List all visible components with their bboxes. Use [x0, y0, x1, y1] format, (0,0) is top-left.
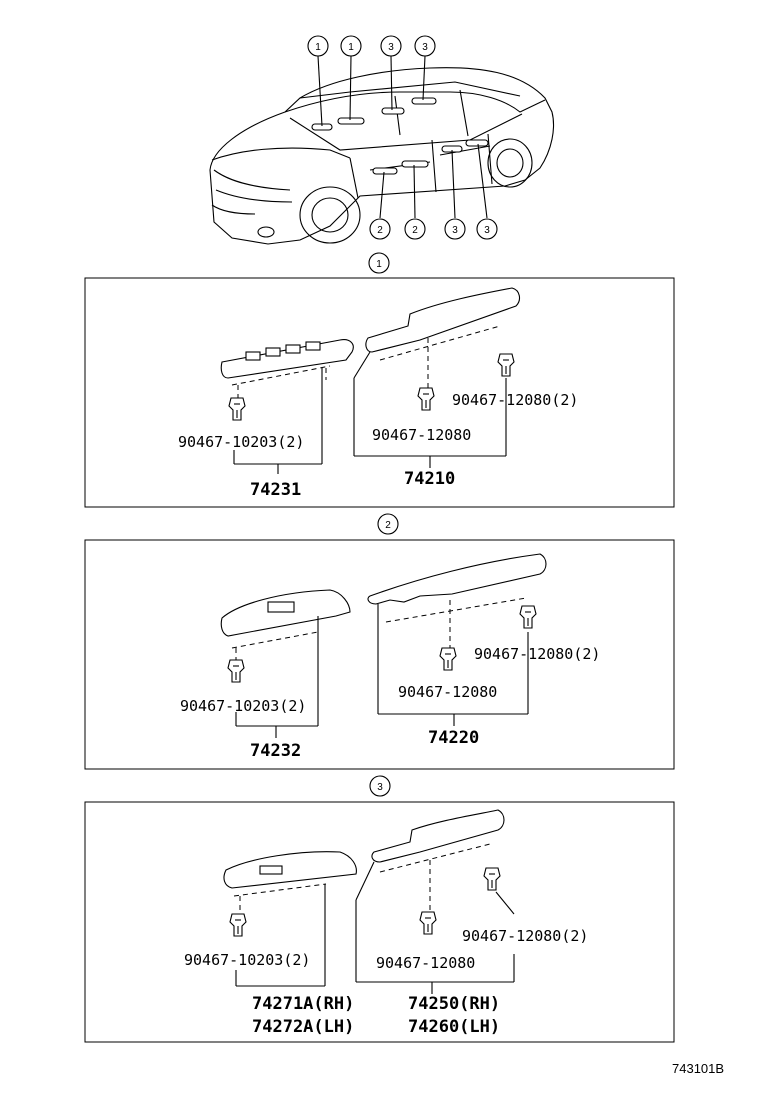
callout-label: 1	[348, 42, 354, 53]
armrest-74210	[365, 287, 521, 353]
section-frame	[84, 801, 675, 1043]
part-label-left: 74232	[250, 741, 301, 761]
switch-bezel-74232	[220, 589, 351, 637]
section-marker: 2	[385, 520, 391, 531]
part-label-right-rh: 74250(RH)	[408, 994, 500, 1014]
callout-label: 3	[484, 225, 490, 236]
clip-label-mid: 90467-12080	[376, 954, 475, 972]
part-label-right: 74220	[428, 728, 479, 748]
switch-bezel-74271A	[223, 851, 357, 889]
section-frame	[84, 539, 675, 770]
clip-label-left: 90467-10203(2)	[184, 951, 310, 969]
clip-label-mid: 90467-12080	[372, 426, 471, 444]
callout-label: 3	[452, 225, 458, 236]
clip-label-right: 90467-12080(2)	[462, 927, 588, 945]
section-marker: 1	[376, 259, 382, 270]
part-label-left-rh: 74271A(RH)	[252, 994, 354, 1014]
callout-label: 3	[388, 42, 394, 53]
callout-label: 2	[412, 225, 418, 236]
clip-label-left: 90467-10203(2)	[178, 433, 304, 451]
part-label-right: 74210	[404, 469, 455, 489]
callouts-bottom: 2 2 3 3	[369, 218, 498, 240]
diagram-id: 743101B	[672, 1061, 724, 1076]
clip-label-right: 90467-12080(2)	[474, 645, 600, 663]
armrest-74250	[371, 809, 505, 863]
section-marker: 3	[377, 782, 383, 793]
callouts-top: 1 1 3 3	[307, 35, 436, 57]
clip-label-mid: 90467-12080	[398, 683, 497, 701]
clip-label-left: 90467-10203(2)	[180, 697, 306, 715]
armrest-74220	[367, 553, 547, 605]
part-label-left: 74231	[250, 480, 301, 500]
part-label-right-lh: 74260(LH)	[408, 1017, 500, 1037]
clip-label-right: 90467-12080(2)	[452, 391, 578, 409]
part-label-left-lh: 74272A(LH)	[252, 1017, 354, 1037]
section-1: 1 90467-10203(2) 74231 90467-12080 90467…	[84, 252, 675, 508]
car-illustration	[209, 55, 555, 245]
section-3: 3 90467-10203(2) 74271A(RH) 74272A(LH) 9…	[84, 775, 675, 1043]
callout-label: 3	[422, 42, 428, 53]
section-2: 2 90467-10203(2) 74232 90467-12080 90467…	[84, 513, 675, 770]
section-frame	[84, 277, 675, 508]
callout-label: 2	[377, 225, 383, 236]
callout-label: 1	[315, 42, 321, 53]
